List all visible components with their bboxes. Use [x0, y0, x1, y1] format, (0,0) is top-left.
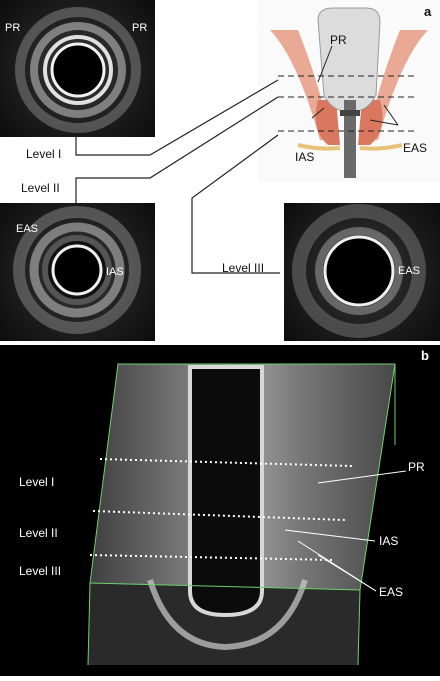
ultrasound-level-2: EAS IAS [0, 203, 155, 341]
panel-b-level-3: Level III [19, 564, 62, 578]
diagram-ias-label: IAS [295, 150, 315, 164]
panel-a-letter: a [424, 4, 432, 19]
eas-label-mid: EAS [16, 223, 39, 235]
diagram-pr-label: PR [330, 33, 347, 47]
level-3-label: Level III [222, 261, 265, 275]
ultrasound-level-3: EAS [284, 203, 440, 341]
ultrasound-level-1: PR PR [0, 0, 155, 137]
anatomy-diagram: PR IAS EAS a [258, 0, 440, 182]
level-2-label: Level II [21, 181, 60, 195]
eas-label-right: EAS [398, 265, 421, 277]
ias-label-mid: IAS [106, 266, 124, 278]
ultrasound-level-3-image [292, 204, 426, 338]
connector-lines [75, 79, 280, 274]
panel-a: PR PR EAS IAS EAS [0, 0, 440, 341]
panel-b-level-1: Level I [19, 475, 55, 489]
panel-b-level-2: Level II [19, 526, 58, 540]
panel-b-3d-ultrasound [87, 363, 407, 666]
panel-b-ias-label: IAS [379, 534, 399, 548]
panel-b: b Level I Level II Level III PR IAS EAS [0, 345, 440, 676]
ultrasound-level-2-image [13, 206, 141, 334]
panel-b-eas-label: EAS [379, 585, 404, 599]
pr-label-left: PR [5, 22, 21, 34]
diagram-eas-label: EAS [403, 141, 428, 155]
panel-b-letter: b [421, 348, 429, 363]
anatomy-diagram-image [258, 0, 440, 182]
ultrasound-level-1-image [15, 7, 141, 133]
pr-label-right: PR [132, 22, 148, 34]
panel-b-pr-label: PR [408, 460, 425, 474]
level-1-label: Level I [26, 147, 62, 161]
